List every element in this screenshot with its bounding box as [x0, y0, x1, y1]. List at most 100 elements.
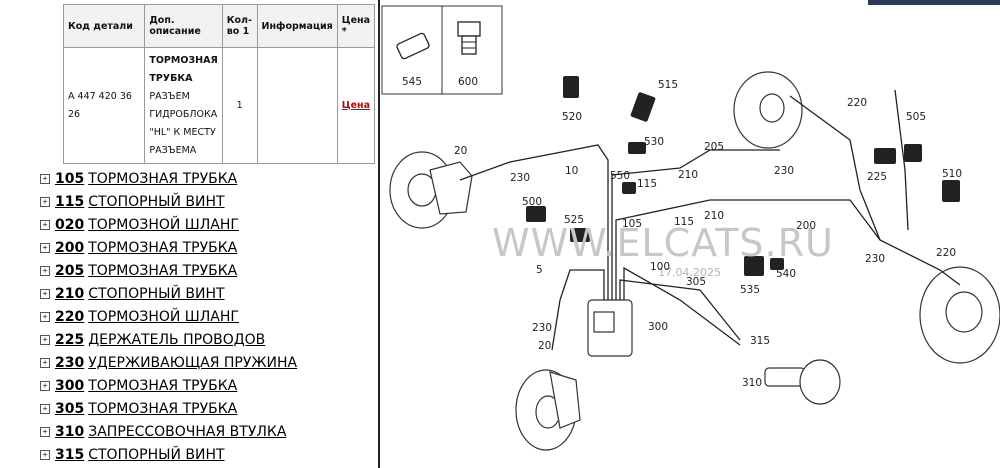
expand-icon[interactable]: +: [40, 426, 50, 437]
callout-label[interactable]: 230: [510, 172, 530, 184]
callout-label[interactable]: 220: [847, 97, 867, 109]
callout-label[interactable]: 525: [564, 214, 584, 226]
callout-label[interactable]: 230: [865, 253, 885, 265]
callout-label[interactable]: 220: [936, 247, 956, 259]
callout-label[interactable]: 530: [644, 136, 664, 148]
callout-label[interactable]: 540: [776, 268, 796, 280]
part-name-link[interactable]: ТОРМОЗНАЯ ТРУБКА: [88, 400, 238, 417]
callout-label[interactable]: 515: [658, 79, 678, 91]
callout-label[interactable]: 300: [648, 321, 668, 333]
callout-label[interactable]: 520: [562, 111, 582, 123]
part-number-link[interactable]: 300: [55, 377, 85, 394]
header-code: Код детали: [62, 4, 146, 48]
part-number-link[interactable]: 220: [55, 308, 85, 325]
expand-icon[interactable]: +: [40, 311, 50, 322]
expand-icon[interactable]: +: [40, 173, 50, 184]
callout-label[interactable]: 550: [610, 170, 630, 182]
part-number-link[interactable]: 105: [55, 170, 85, 187]
expand-icon[interactable]: +: [40, 288, 50, 299]
callout-label[interactable]: 5: [536, 264, 543, 276]
front-right-disc-icon: [515, 369, 581, 451]
expand-icon[interactable]: +: [40, 196, 50, 207]
callout-label[interactable]: 230: [532, 322, 552, 334]
master-cylinder-icon: [764, 359, 841, 405]
callout-label[interactable]: 225: [867, 171, 887, 183]
callout-label[interactable]: 20: [538, 340, 551, 352]
expand-icon[interactable]: +: [40, 380, 50, 391]
watermark-date: 17.04.2025: [658, 266, 721, 279]
brake-lines: [459, 89, 961, 351]
part-number-link[interactable]: 205: [55, 262, 85, 279]
part-name-link[interactable]: ТОРМОЗНОЙ ШЛАНГ: [88, 216, 239, 233]
callout-label[interactable]: 210: [704, 210, 724, 222]
part-number-link[interactable]: 225: [55, 331, 85, 348]
callout-label[interactable]: 115: [637, 178, 657, 190]
part-name-link[interactable]: ТОРМОЗНАЯ ТРУБКА: [88, 170, 238, 187]
part-name-link[interactable]: СТОПОРНЫЙ ВИНТ: [88, 446, 225, 463]
expand-icon[interactable]: +: [40, 334, 50, 345]
callout-label[interactable]: 200: [796, 220, 816, 232]
callout-label[interactable]: 20: [454, 145, 467, 157]
part-name-link[interactable]: ТОРМОЗНАЯ ТРУБКА: [88, 262, 238, 279]
part-name-link[interactable]: ТОРМОЗНОЙ ШЛАНГ: [88, 308, 239, 325]
expand-icon[interactable]: +: [40, 219, 50, 230]
part-number-link[interactable]: 230: [55, 354, 85, 371]
part-name-link[interactable]: УДЕРЖИВАЮЩАЯ ПРУЖИНА: [88, 354, 298, 371]
callout-label[interactable]: 210: [678, 169, 698, 181]
expand-icon[interactable]: +: [40, 242, 50, 253]
part-number-link[interactable]: 115: [55, 193, 85, 210]
part-number-link[interactable]: 020: [55, 216, 85, 233]
callout-label[interactable]: 500: [522, 196, 542, 208]
part-number-link[interactable]: 200: [55, 239, 85, 256]
callout-label[interactable]: 205: [704, 141, 724, 153]
callout-label[interactable]: 230: [774, 165, 794, 177]
header-info: Информация: [256, 4, 338, 48]
callout-label[interactable]: 535: [740, 284, 760, 296]
part-name-link[interactable]: ТОРМОЗНАЯ ТРУБКА: [88, 377, 238, 394]
part-name-link[interactable]: СТОПОРНЫЙ ВИНТ: [88, 193, 225, 210]
header-qty: Кол-во 1: [221, 4, 258, 48]
callout-label[interactable]: 510: [942, 168, 962, 180]
abs-hydraulic-unit-icon: [587, 299, 633, 357]
callout-label[interactable]: 10: [565, 165, 578, 177]
part-name-link[interactable]: ЗАПРЕССОВОЧНАЯ ВТУЛКА: [88, 423, 287, 440]
expand-icon[interactable]: +: [40, 403, 50, 414]
callout-label[interactable]: 100: [650, 261, 670, 273]
expand-icon[interactable]: +: [40, 449, 50, 460]
part-price-cell: Цена: [336, 47, 376, 164]
part-name-link[interactable]: СТОПОРНЫЙ ВИНТ: [88, 285, 225, 302]
callout-label[interactable]: 305: [686, 276, 706, 288]
part-number-link[interactable]: 305: [55, 400, 85, 417]
part-name-link[interactable]: ТОРМОЗНАЯ ТРУБКА: [88, 239, 238, 256]
part-number-link[interactable]: 210: [55, 285, 85, 302]
callout-label[interactable]: 105: [622, 218, 642, 230]
callout-label[interactable]: 505: [906, 111, 926, 123]
part-number-link[interactable]: 315: [55, 446, 85, 463]
part-name-link[interactable]: ДЕРЖАТЕЛЬ ПРОВОДОВ: [88, 331, 266, 348]
part-number-link[interactable]: 310: [55, 423, 85, 440]
callout-label[interactable]: 310: [742, 377, 762, 389]
price-link[interactable]: Цена: [341, 99, 370, 111]
callout-label[interactable]: 115: [674, 216, 694, 228]
part-desc-cell: ТОРМОЗНАЯ ТРУБКА РАЗЪЕМ ГИДРОБЛОКА "HL" …: [144, 47, 223, 164]
expand-icon[interactable]: +: [40, 265, 50, 276]
brake-diagram[interactable]: 545 600: [380, 0, 1000, 468]
callout-label[interactable]: 315: [750, 335, 770, 347]
parts-table: Код детали Доп. описание Кол-во 1 Информ…: [62, 4, 376, 164]
nut-600-icon: [457, 21, 481, 55]
expand-icon[interactable]: +: [40, 357, 50, 368]
